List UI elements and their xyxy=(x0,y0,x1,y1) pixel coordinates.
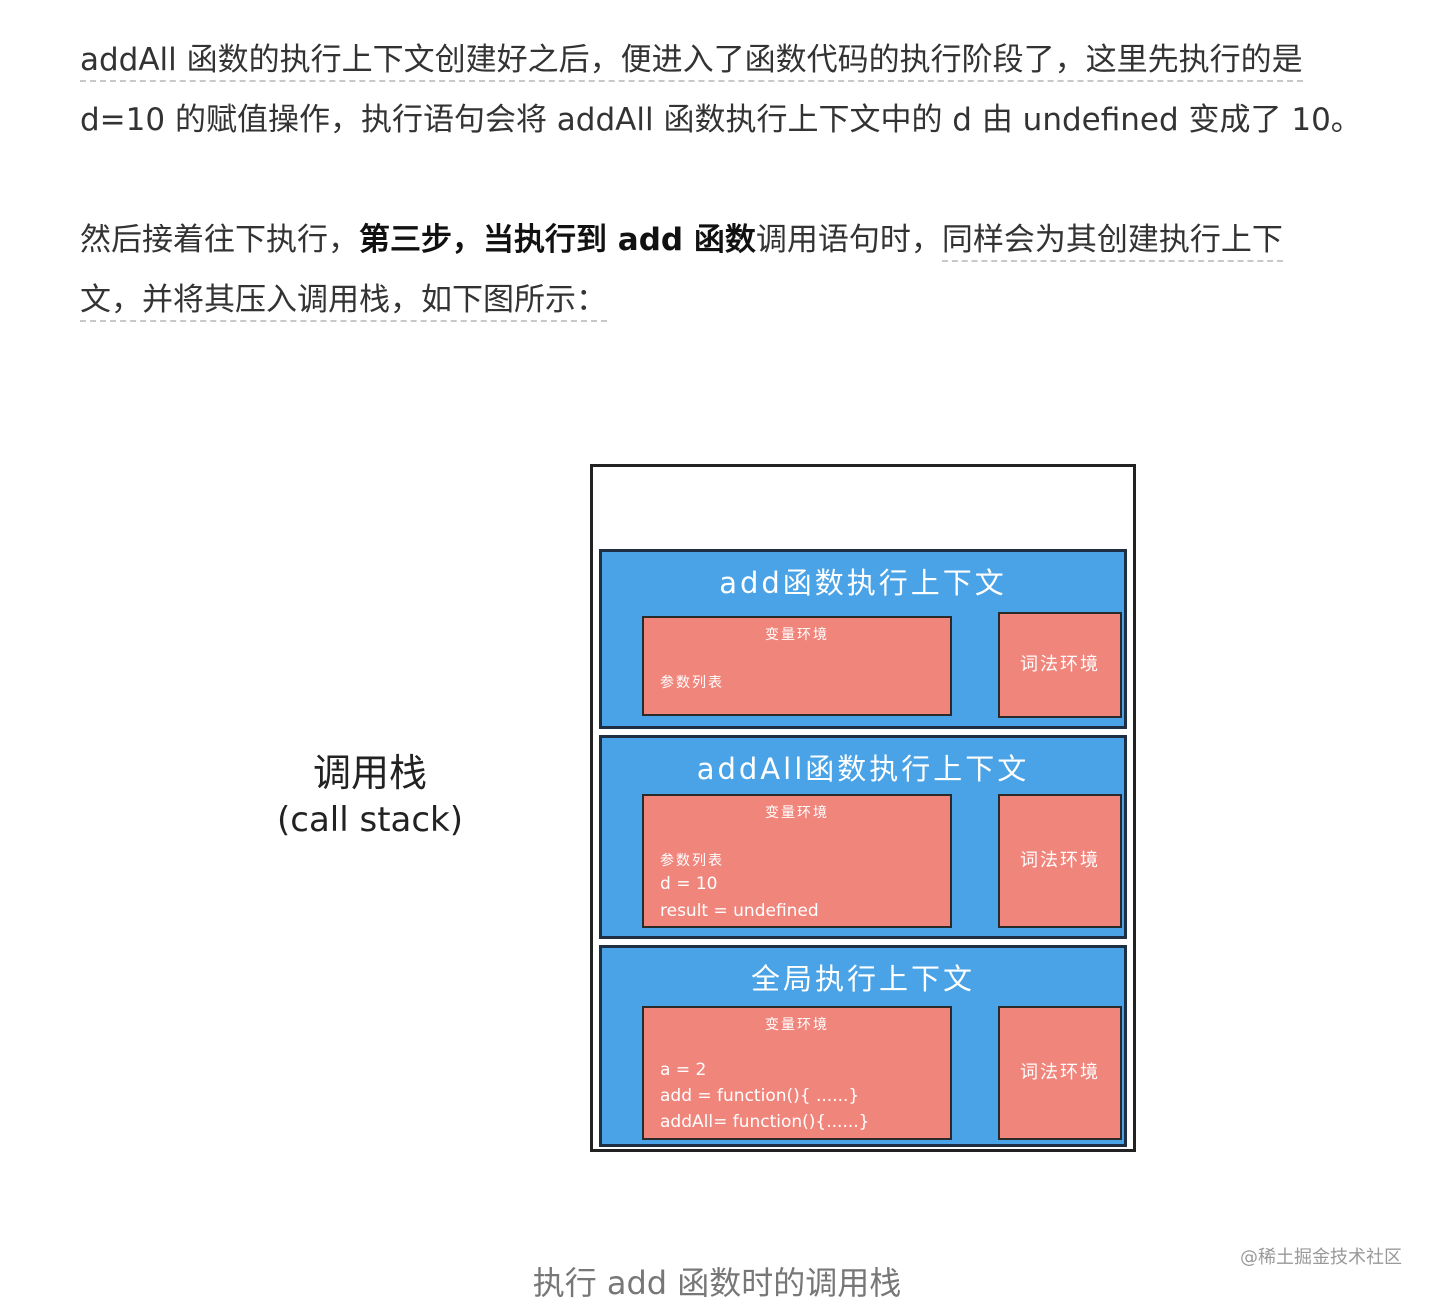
var-line: 参数列表 xyxy=(660,675,724,691)
call-stack-label-en: (call stack) xyxy=(276,800,464,840)
paragraph-2-bold: 第三步，当执行到 add 函数 xyxy=(359,222,756,258)
paragraph-2-line-1: 然后接着往下执行，第三步，当执行到 add 函数调用语句时，同样会为其创建执行上… xyxy=(80,210,1434,270)
context-title: addAll函数执行上下文 xyxy=(696,752,1030,786)
variable-environment-title: 变量环境 xyxy=(765,627,829,643)
paragraph-1-line-1: addAll 函数的执行上下文创建好之后，便进入了函数代码的执行阶段了，这里先执… xyxy=(80,30,1434,90)
lexical-environment: 词法环境 xyxy=(998,1006,1122,1140)
paragraph-2-dashed-line-2: 文，并将其压入调用栈，如下图所示： xyxy=(80,282,607,322)
variable-environment: 变量环境 参数列表 d = 10 result = undefined xyxy=(642,794,952,928)
variable-environment-title: 变量环境 xyxy=(765,1017,829,1033)
variable-environment: 变量环境 a = 2 add = function(){ ......} add… xyxy=(642,1006,952,1140)
var-line: d = 10 xyxy=(660,874,718,894)
paragraph-1-line-2: d=10 的赋值操作，执行语句会将 addAll 函数执行上下文中的 d 由 u… xyxy=(80,102,1362,138)
context-title: add函数执行上下文 xyxy=(719,566,1007,600)
var-line: addAll= function(){......} xyxy=(660,1112,870,1132)
context-title: 全局执行上下文 xyxy=(750,962,975,996)
paragraph-2-dashed: 同样会为其创建执行上下 xyxy=(941,222,1283,262)
watermark: @稀土掘金技术社区 xyxy=(1240,1247,1402,1268)
lexical-environment: 词法环境 xyxy=(998,612,1122,718)
var-line: add = function(){ ......} xyxy=(660,1086,860,1106)
paragraph-2-text-2: 调用语句时， xyxy=(755,222,942,258)
call-stack-diagram: add函数执行上下文 变量环境 参数列表 词法环境 addAll函数执行上下文 … xyxy=(590,464,1136,1152)
call-stack-label-cn: 调用栈 xyxy=(312,751,427,795)
lexical-environment: 词法环境 xyxy=(998,794,1122,928)
var-line: result = undefined xyxy=(660,901,819,921)
global-context: 全局执行上下文 变量环境 a = 2 add = function(){ ...… xyxy=(599,945,1127,1147)
variable-environment-title: 变量环境 xyxy=(765,805,829,821)
add-context: add函数执行上下文 变量环境 参数列表 词法环境 xyxy=(599,549,1127,729)
var-line: 参数列表 xyxy=(660,853,724,869)
paragraph-2-text: 然后接着往下执行， xyxy=(80,222,359,258)
figure-caption: 执行 add 函数时的调用栈 xyxy=(532,1264,902,1302)
variable-environment: 变量环境 参数列表 xyxy=(642,616,952,716)
var-line: a = 2 xyxy=(660,1060,707,1080)
addall-context: addAll函数执行上下文 变量环境 参数列表 d = 10 result = … xyxy=(599,735,1127,939)
paragraph-2-line-2: 文，并将其压入调用栈，如下图所示： xyxy=(80,270,1434,330)
dashed-underline-text: addAll 函数的执行上下文创建好之后，便进入了函数代码的执行阶段了，这里先执… xyxy=(80,42,1303,82)
